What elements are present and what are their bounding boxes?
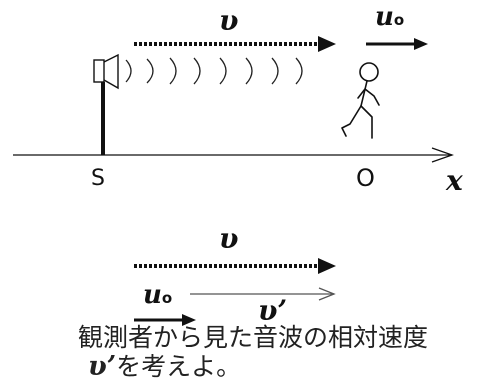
observer-label: O [356, 164, 375, 192]
x-axis-arrowhead [431, 147, 454, 163]
observer-speed-symbol: u [375, 2, 394, 32]
caption-line-2: υ’を考えよ。 [88, 352, 438, 381]
observer-velocity-arrowhead-bottom [182, 314, 196, 326]
observer-speed-subscript: o [393, 11, 405, 29]
sound-velocity-arrowhead [318, 36, 336, 52]
relative-speed-label: υ’ [258, 294, 288, 327]
relative-velocity-arrowhead [318, 287, 336, 301]
caption-line-1: 観測者から見た音波の相対速度 [78, 323, 429, 352]
running-person-icon [341, 62, 380, 139]
caption-line-2-text: を考えよ。 [116, 352, 242, 381]
sound-speed-label: υ [219, 4, 239, 37]
observer-speed-subscript-bottom: o [161, 289, 173, 307]
observer-speed-label: uo [375, 2, 404, 32]
sound-speed-label-bottom: υ [219, 222, 239, 255]
speaker-icon [93, 53, 119, 90]
sound-velocity-arrowhead-bottom [318, 258, 336, 274]
source-label: S [91, 166, 105, 191]
question-caption: 観測者から見た音波の相対速度 υ’を考えよ。 [78, 323, 428, 381]
x-axis-label: x [446, 164, 463, 197]
observer-speed-label-bottom: uo [143, 280, 172, 310]
caption-relative-speed-symbol: υ’ [88, 351, 117, 382]
observer-velocity-arrowhead [414, 38, 428, 50]
observer-speed-symbol-bottom: u [143, 280, 162, 310]
sound-waves [125, 57, 303, 85]
